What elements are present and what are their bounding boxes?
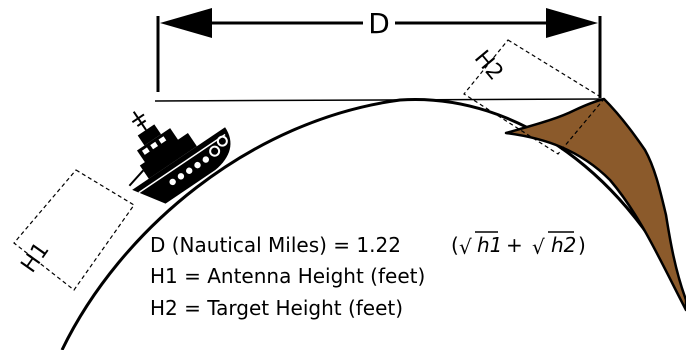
mountain-target bbox=[504, 97, 686, 312]
range-formula: D (Nautical Miles) = 1.22 ( √ h1 + √ h2 … bbox=[150, 231, 586, 259]
formula-h2-term: h2 bbox=[551, 233, 576, 257]
formula-plus: + bbox=[506, 233, 523, 257]
arrow-left-icon bbox=[160, 8, 212, 38]
formula-close-paren: ) bbox=[578, 233, 586, 257]
formula-lhs: D (Nautical Miles) = 1.22 bbox=[150, 233, 401, 257]
formula-open-paren: ( bbox=[451, 233, 459, 257]
h2-label: H2 bbox=[469, 46, 508, 85]
arrow-right-icon bbox=[546, 8, 598, 38]
formula-h1-term: h1 bbox=[477, 233, 502, 257]
h1-definition: H1 = Antenna Height (feet) bbox=[150, 264, 425, 288]
ship-icon bbox=[128, 111, 231, 204]
distance-label: D bbox=[368, 7, 390, 40]
line-of-sight bbox=[154, 98, 605, 102]
sqrt-icon: √ bbox=[459, 235, 472, 259]
h1-dimension: H1 bbox=[13, 169, 135, 291]
h1-label: H1 bbox=[17, 238, 55, 277]
h2-definition: H2 = Target Height (feet) bbox=[150, 296, 403, 320]
sqrt-icon: √ bbox=[532, 235, 545, 259]
